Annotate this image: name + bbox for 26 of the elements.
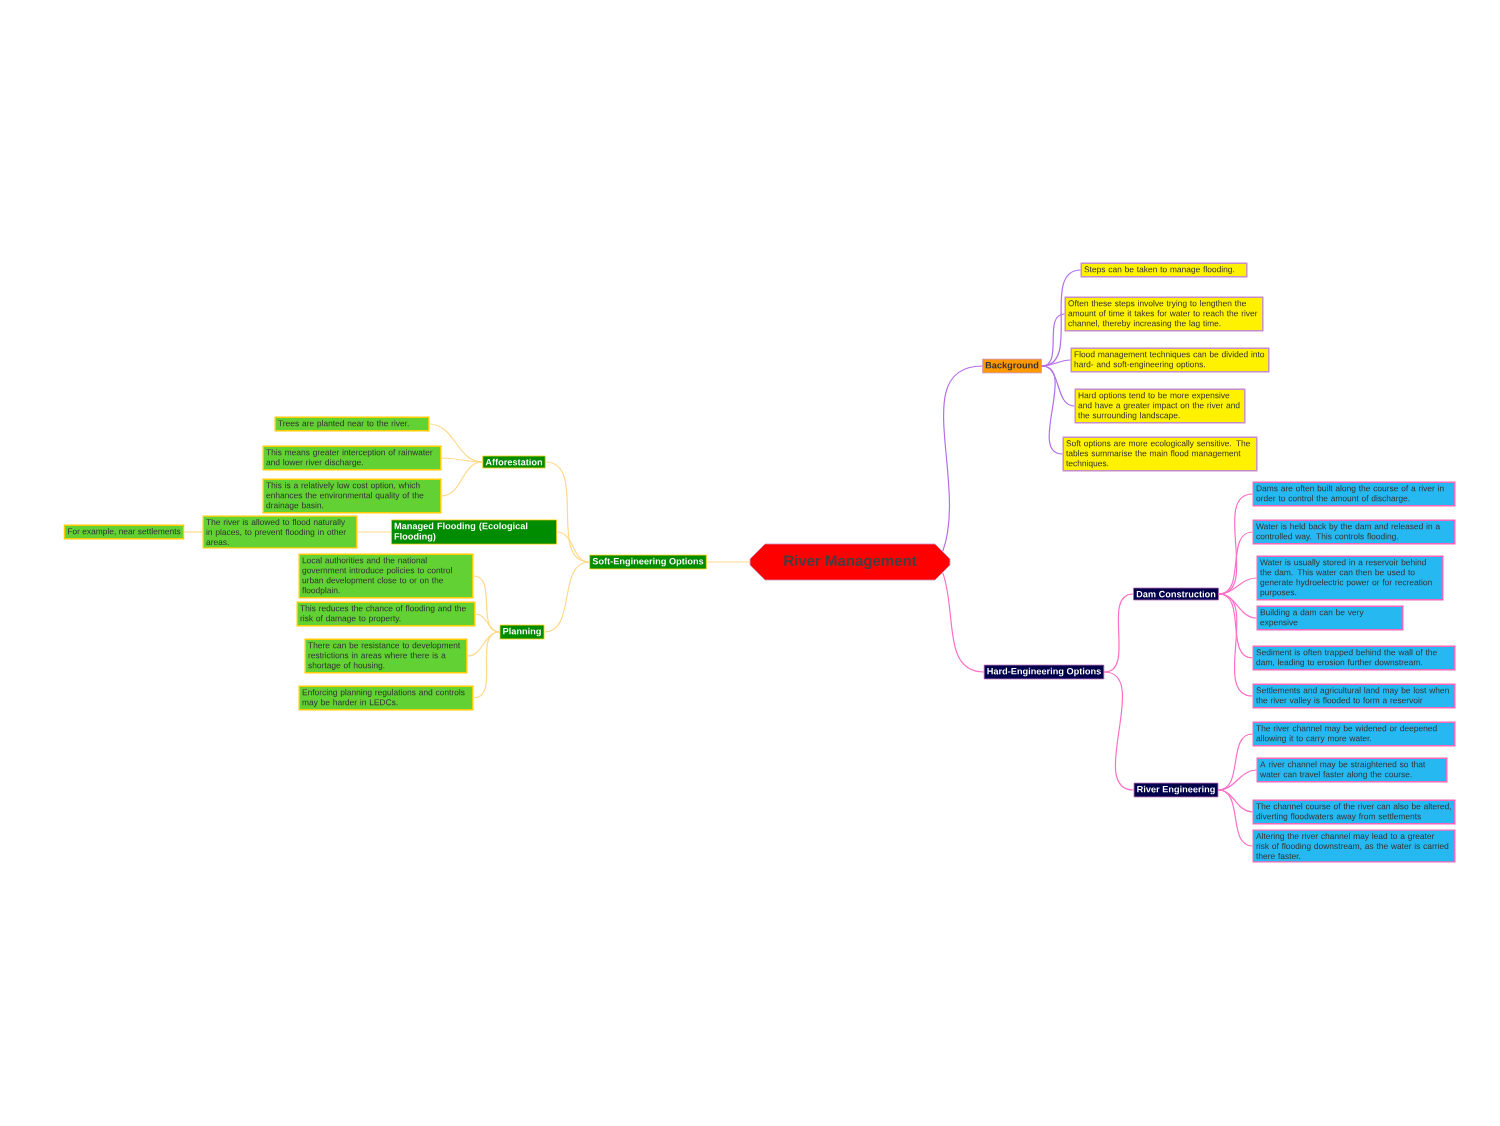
connector bbox=[474, 613, 501, 633]
connector bbox=[1041, 359, 1072, 367]
connector bbox=[543, 561, 590, 633]
connector bbox=[1041, 365, 1076, 407]
connector bbox=[1217, 733, 1254, 791]
connector bbox=[428, 423, 483, 463]
connector bbox=[545, 461, 590, 563]
connector bbox=[1217, 769, 1258, 791]
connector bbox=[942, 572, 985, 673]
connector bbox=[472, 631, 501, 699]
connector bbox=[1041, 313, 1066, 367]
connector bbox=[183, 531, 204, 533]
connector bbox=[706, 561, 751, 563]
connector bbox=[440, 457, 483, 463]
connector bbox=[942, 365, 983, 552]
connector bbox=[1103, 593, 1134, 673]
connector bbox=[356, 531, 392, 533]
connector bbox=[556, 531, 590, 563]
connector bbox=[1041, 365, 1064, 455]
connector bbox=[1217, 789, 1254, 847]
connector bbox=[1218, 593, 1254, 697]
connector bbox=[440, 461, 483, 497]
connector bbox=[1218, 577, 1258, 595]
connector bbox=[466, 631, 501, 657]
connector bbox=[1218, 531, 1254, 595]
connector bbox=[1103, 671, 1135, 791]
